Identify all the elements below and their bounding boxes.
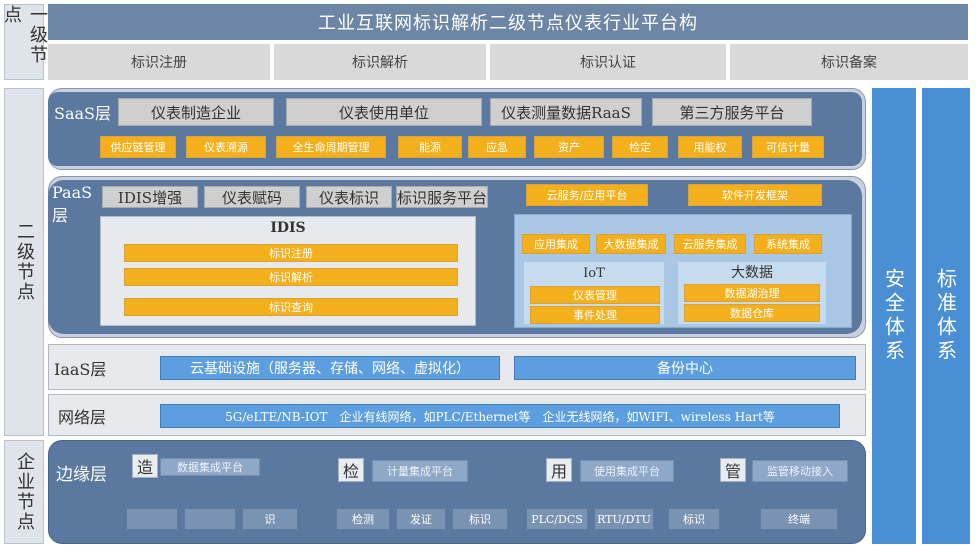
edge-connector [208, 491, 210, 507]
side-label-enterprise: 企业节点 [4, 440, 44, 544]
saas-app-trace[interactable]: 仪表溯源 [186, 136, 266, 158]
integration-bigdata[interactable]: 大数据集成 [596, 234, 666, 254]
bigdata-title: 大数据 [731, 265, 773, 281]
edge-connector [556, 493, 696, 495]
tab-register[interactable]: 标识注册 [48, 44, 270, 80]
paas-instrument-id[interactable]: 仪表标识 [306, 186, 392, 208]
idis-resolve[interactable]: 标识解析 [124, 268, 458, 286]
security-system: 安全体系 [872, 88, 916, 544]
iot-event-handling[interactable]: 事件处理 [530, 306, 660, 324]
edge-connector [624, 493, 626, 507]
saas-app-emergency[interactable]: 应急 [468, 136, 526, 158]
idis-register[interactable]: 标识注册 [124, 244, 458, 262]
saas-app-supply-chain[interactable]: 供应链管理 [100, 136, 176, 158]
edge-leaf-inspection: 检测 [336, 508, 390, 530]
edge-connector [418, 482, 420, 494]
integration-cloud[interactable]: 云服务集成 [674, 234, 746, 254]
paas-id-service-platform[interactable]: 标识服务平台 [396, 186, 488, 208]
edge-leaf-rtu: RTU/DTU [594, 508, 654, 530]
idis-query[interactable]: 标识查询 [124, 298, 458, 316]
edge-leaf-id: 标识 [668, 508, 720, 530]
edge-connector [798, 482, 800, 508]
iot-instrument-mgmt[interactable]: 仪表管理 [530, 286, 660, 304]
paas-cloud-service-platform[interactable]: 云服务/应用平台 [526, 184, 648, 206]
page-title: 工业互联网标识解析二级节点仪表行业平台构 [48, 4, 968, 40]
saas-app-energy[interactable]: 能源 [398, 136, 462, 158]
saas-app-verification[interactable]: 检定 [612, 136, 668, 158]
saas-item-manufacturer[interactable]: 仪表制造企业 [118, 98, 274, 126]
edge-leaf-terminal: 终端 [760, 508, 838, 530]
side-label-tier1: 一级节点 [1, 4, 48, 80]
edge-connector [360, 493, 480, 495]
bigdata-lake-governance[interactable]: 数据湖治理 [684, 284, 820, 302]
edge-platform-metering[interactable]: 计量集成平台 [372, 460, 468, 482]
integration-app[interactable]: 应用集成 [522, 234, 590, 254]
edge-leaf-id: 识 [242, 508, 298, 530]
saas-app-assets[interactable]: 资产 [534, 136, 604, 158]
edge-connector [556, 493, 558, 507]
edge-connector [418, 493, 420, 507]
saas-item-user-unit[interactable]: 仪表使用单位 [286, 98, 482, 126]
tab-resolve[interactable]: 标识解析 [274, 44, 486, 80]
paas-coding[interactable]: 仪表赋码 [204, 186, 300, 208]
paas-label: PaaS层 [52, 182, 93, 225]
paas-idis-enhance[interactable]: IDIS增强 [102, 186, 198, 208]
tab-filing[interactable]: 标识备案 [730, 44, 968, 80]
edge-leaf-id: 标识 [452, 508, 508, 530]
iaas-backup-center[interactable]: 备份中心 [514, 356, 856, 380]
iaas-label: IaaS层 [54, 360, 107, 379]
saas-item-third-party[interactable]: 第三方服务平台 [652, 98, 812, 126]
edge-connector [208, 476, 210, 492]
edge-connector [694, 493, 696, 507]
edge-connector [360, 493, 362, 507]
edge-char-manufacture: 造 [132, 454, 158, 478]
edge-label: 边缘层 [56, 464, 107, 485]
edge-connector [266, 491, 268, 507]
edge-leaf [126, 508, 178, 530]
edge-leaf-plc: PLC/DCS [526, 508, 588, 530]
saas-app-energy-right[interactable]: 用能权 [678, 136, 742, 158]
saas-item-raas[interactable]: 仪表测量数据RaaS [490, 98, 642, 126]
saas-label: SaaS层 [54, 104, 112, 123]
side-label-tier2: 二级节点 [4, 88, 44, 436]
edge-connector [152, 491, 154, 507]
edge-char-manage: 管 [720, 458, 746, 482]
tab-authenticate[interactable]: 标识认证 [490, 44, 726, 80]
bigdata-warehouse[interactable]: 数据仓库 [684, 304, 820, 322]
edge-leaf [184, 508, 236, 530]
network-label: 网络层 [58, 408, 107, 427]
paas-dev-framework[interactable]: 软件开发框架 [688, 184, 822, 206]
standard-system: 标准体系 [922, 88, 970, 544]
edge-platform-data[interactable]: 数据集成平台 [160, 458, 260, 476]
saas-app-trusted-metering[interactable]: 可信计量 [752, 136, 824, 158]
edge-connector [624, 482, 626, 494]
edge-leaf-certification: 发证 [396, 508, 446, 530]
edge-platform-mobile[interactable]: 监管移动接入 [752, 460, 848, 482]
iot-title: IoT [583, 265, 605, 281]
edge-platform-usage[interactable]: 使用集成平台 [580, 460, 674, 482]
integration-system[interactable]: 系统集成 [754, 234, 822, 254]
edge-connector [152, 491, 268, 493]
edge-char-inspect: 检 [338, 458, 364, 482]
edge-char-use: 用 [546, 458, 572, 482]
saas-app-lifecycle[interactable]: 全生命周期管理 [276, 136, 386, 158]
edge-connector [478, 493, 480, 507]
network-content[interactable]: 5G/eLTE/NB-IOT 企业有线网络，如PLC/Ethernet等 企业无… [160, 404, 840, 428]
idis-title: IDIS [270, 220, 306, 236]
iaas-cloud-infra[interactable]: 云基础设施（服务器、存储、网络、虚拟化） [160, 356, 500, 380]
